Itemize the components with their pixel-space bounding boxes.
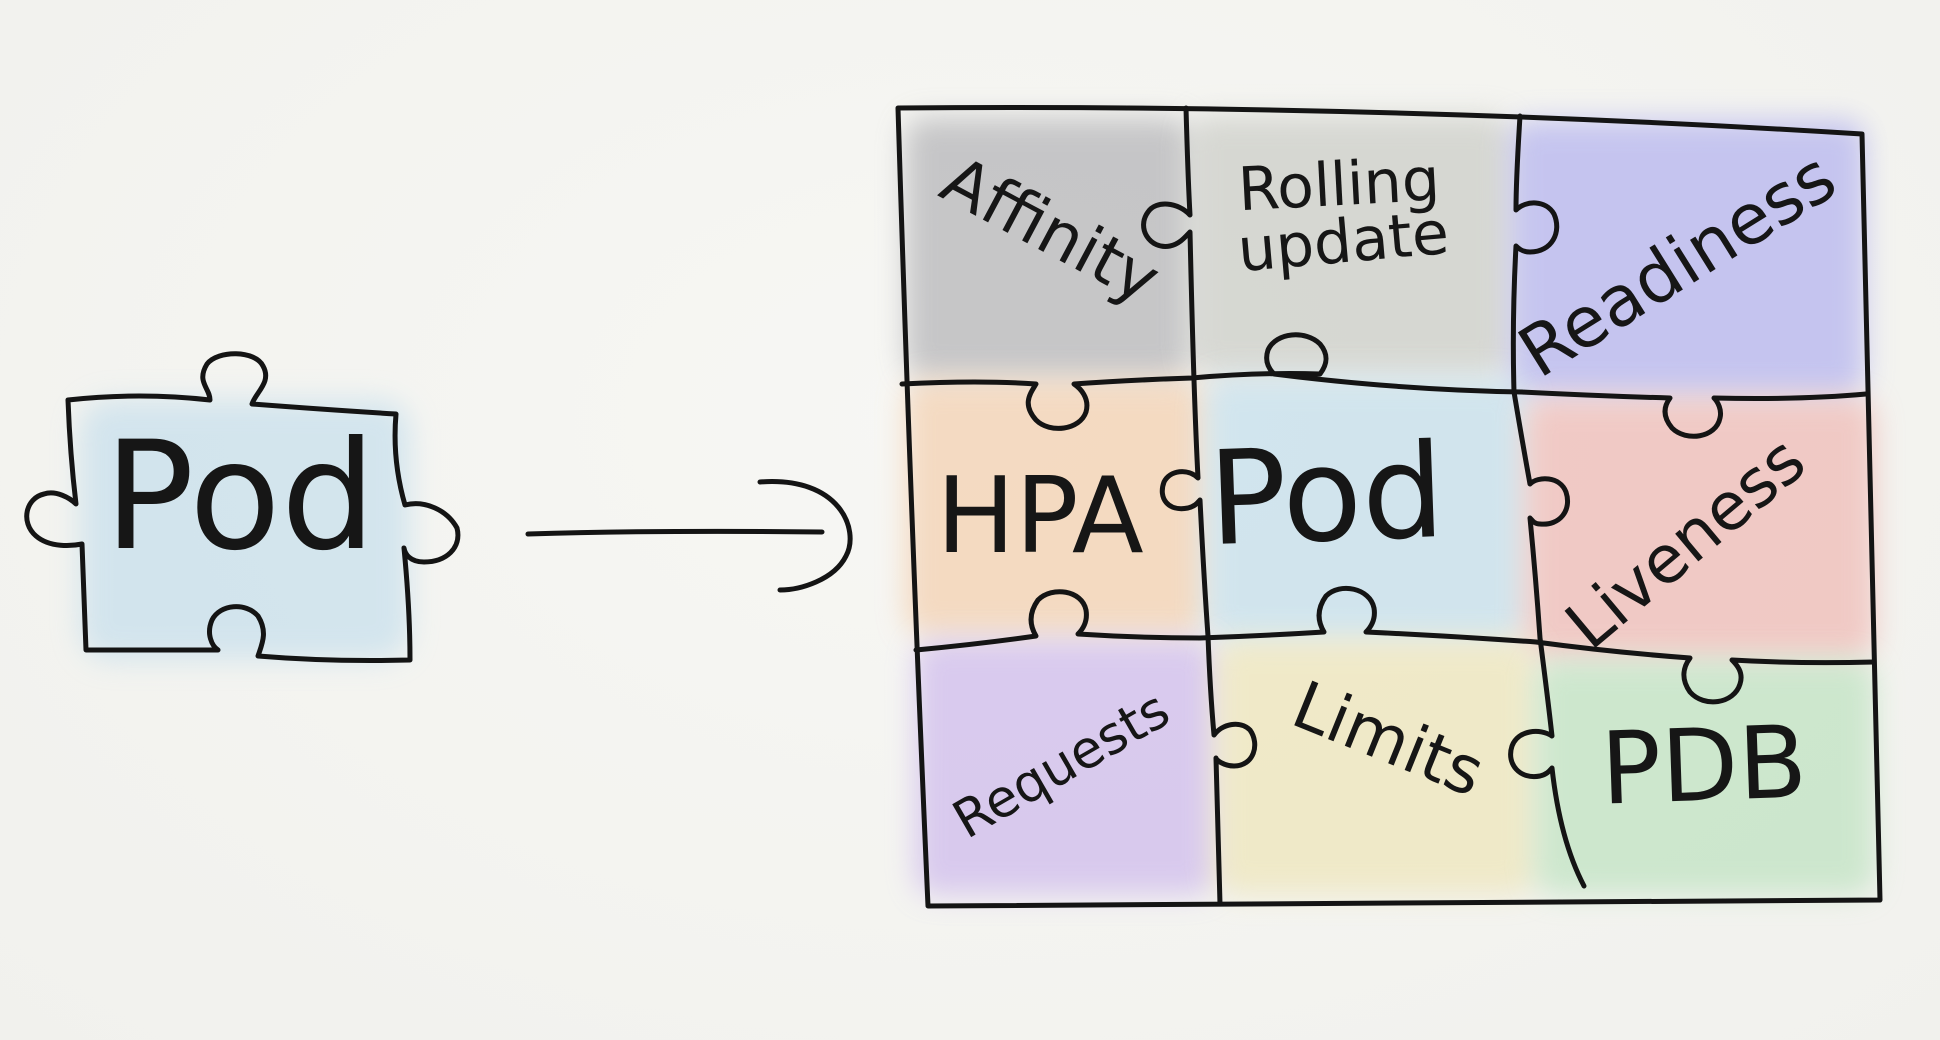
- rolling-update-wash: [1190, 115, 1510, 375]
- single-pod-label: Pod: [104, 410, 376, 584]
- pdb-wash: [1535, 660, 1875, 895]
- puzzle-grid: Affinity Rolling update Readiness HPA Po…: [895, 105, 1883, 909]
- piece-label-rolling: Rolling: [1236, 145, 1441, 225]
- single-pod-color-wash: [80, 400, 410, 660]
- limits-wash: [1215, 640, 1535, 895]
- readiness-wash: [1510, 120, 1865, 395]
- piece-label-hpa: HPA: [936, 455, 1143, 577]
- single-pod-piece: Pod: [24, 351, 461, 663]
- arrow-shaft: [525, 528, 825, 537]
- hpa-wash: [905, 380, 1205, 635]
- grid-divider-h2: [913, 585, 1877, 705]
- piece-label-pdb: PDB: [1599, 703, 1809, 827]
- grid-outer-frame: [895, 105, 1883, 909]
- right-arrow: [525, 479, 853, 593]
- grid-divider-h1: [899, 332, 1869, 439]
- affinity-wash: [905, 118, 1190, 378]
- grid-divider-v2: [1508, 113, 1587, 889]
- pod-wash: [1205, 378, 1525, 640]
- requests-wash: [915, 640, 1215, 895]
- liveness-wash: [1525, 398, 1875, 658]
- arrow-head: [757, 479, 853, 593]
- piece-color-washes: [905, 115, 1875, 895]
- single-pod-outline: [24, 351, 461, 663]
- grid-divider-v1: [1141, 105, 1258, 907]
- piece-label-pod: Pod: [1206, 415, 1447, 575]
